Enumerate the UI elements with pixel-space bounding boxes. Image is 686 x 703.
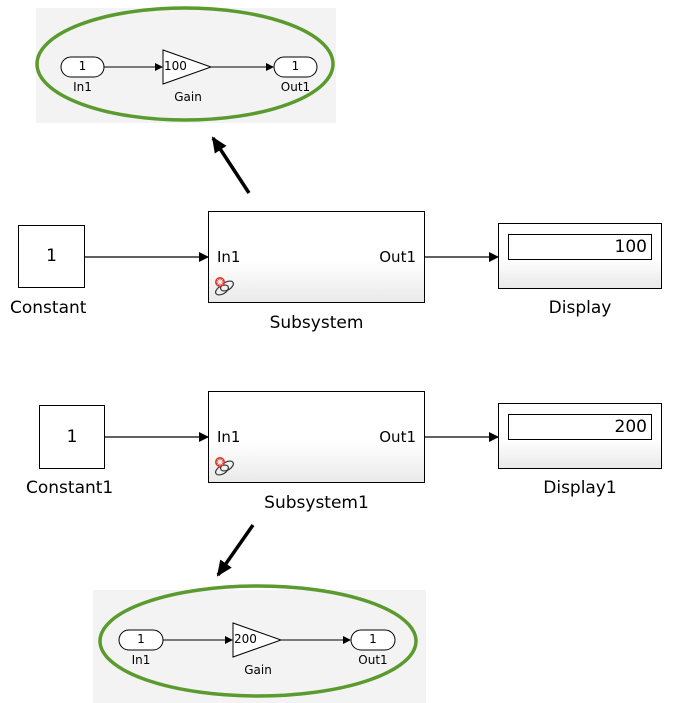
bottom-inset-out1-value: 1 xyxy=(369,632,377,646)
display1-block[interactable]: 200 xyxy=(498,403,662,469)
constant-label: Constant xyxy=(10,298,87,318)
top-inset-in1-value: 1 xyxy=(78,59,87,73)
display1-value-field: 200 xyxy=(508,414,652,440)
top-inset-in1-label: In1 xyxy=(73,80,92,94)
link-icon xyxy=(215,457,234,476)
constant1-block[interactable]: 1 xyxy=(39,405,105,469)
display-block[interactable]: 100 xyxy=(498,223,662,289)
display1-label: Display1 xyxy=(543,478,617,498)
subsystem-in1-port-label: In1 xyxy=(217,248,241,266)
top-highlight-ellipse xyxy=(35,6,335,122)
top-inset-gain-block xyxy=(162,49,213,85)
bottom-highlight-ellipse xyxy=(98,584,418,698)
bottom-pointer-arrow xyxy=(216,523,255,577)
display-label: Display xyxy=(548,298,612,318)
subsystem1-block[interactable]: In1 Out1 xyxy=(208,391,425,483)
top-inset-gain-label: Gain xyxy=(174,90,202,104)
constant-value: 1 xyxy=(46,246,57,266)
top-inset-out1-label: Out1 xyxy=(280,80,311,94)
subsystem1-in1-port-label: In1 xyxy=(217,428,241,446)
constant1-value: 1 xyxy=(66,427,78,447)
subsystem-label: Subsystem xyxy=(269,313,364,333)
subsystem-out1-port-label: Out1 xyxy=(379,248,416,266)
bottom-inset-in1-value: 1 xyxy=(137,632,145,646)
top-inset-out1-port xyxy=(273,56,318,78)
display-value-field: 100 xyxy=(508,234,652,260)
top-inset-gain-value: 100 xyxy=(164,59,187,73)
bottom-inset-gain-label: Gain xyxy=(244,663,272,677)
bottom-inset-in1-label: In1 xyxy=(131,653,151,667)
subsystem-block[interactable]: In1 Out1 xyxy=(208,211,425,303)
bottom-inset-gain-value: 200 xyxy=(234,632,257,646)
link-icon xyxy=(215,277,234,296)
subsystem1-label: Subsystem1 xyxy=(264,493,369,513)
constant-block[interactable]: 1 xyxy=(18,225,85,288)
top-inset-out1-value: 1 xyxy=(291,59,300,73)
constant1-label: Constant1 xyxy=(26,478,114,498)
bottom-inset-out1-port xyxy=(350,629,396,651)
subsystem1-out1-port-label: Out1 xyxy=(379,428,416,446)
bottom-inset-gain-block xyxy=(232,622,283,658)
bottom-inset-out1-label: Out1 xyxy=(358,653,388,667)
top-pointer-arrow xyxy=(211,136,251,194)
